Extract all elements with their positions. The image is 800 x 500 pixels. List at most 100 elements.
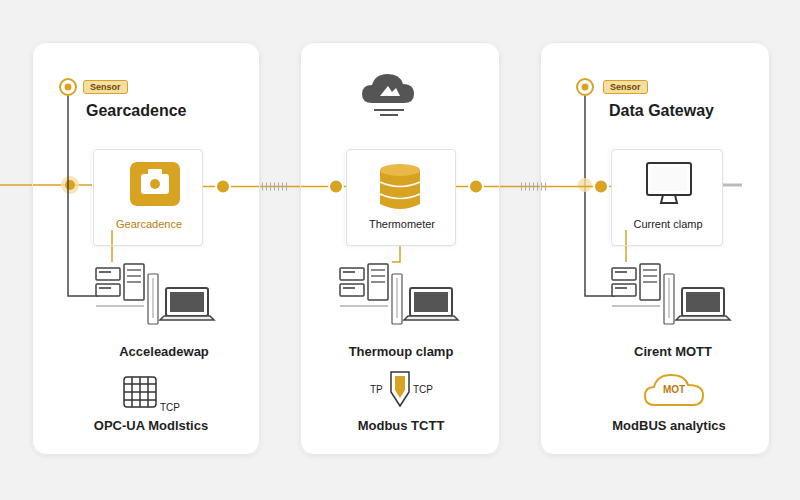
cloud-icon xyxy=(380,86,400,96)
bus-connector xyxy=(203,180,346,194)
globe-icon xyxy=(124,399,156,401)
node-label: Sensor xyxy=(610,82,641,92)
sensor-icon xyxy=(148,169,162,175)
globe-icon xyxy=(124,377,156,407)
sensor-icon xyxy=(130,162,180,206)
bus-tick xyxy=(282,183,283,191)
probe-icon xyxy=(391,372,409,406)
node-label: Current clamp xyxy=(633,218,702,231)
globe-icon xyxy=(131,377,133,407)
database-icon xyxy=(380,164,420,209)
node-caption: ModBUS analytics xyxy=(612,419,725,434)
cloud-icon xyxy=(380,114,398,116)
connector-layer xyxy=(203,180,611,194)
sensor-tag: Sensor xyxy=(603,80,648,94)
leader-line xyxy=(68,95,626,296)
bus-line xyxy=(0,176,742,194)
monitor-icon xyxy=(647,163,691,203)
node-label: Thermometer xyxy=(369,218,435,231)
box-ground xyxy=(92,148,722,245)
leader-line xyxy=(392,245,400,262)
bus-tick xyxy=(262,183,263,191)
pin-icon xyxy=(578,178,592,192)
bus-dot xyxy=(329,180,343,194)
panel-card: Data GatewayCirent MOTT ModBUS analytics S… xyxy=(540,42,770,455)
leader-line xyxy=(625,230,627,262)
bus-line xyxy=(61,176,79,194)
card-ground xyxy=(300,42,500,455)
bus-dot xyxy=(594,180,608,194)
illustration-layer xyxy=(340,264,458,324)
panel-card: Thermoup clampModbus TCTT Thermometer xyxy=(300,42,500,455)
node-caption: Modbus TCTT xyxy=(358,419,445,434)
cloud-icon xyxy=(374,109,404,111)
bus-tick xyxy=(529,183,530,191)
node-label: Gearcadence xyxy=(116,218,182,231)
box-ground xyxy=(345,148,455,245)
probe-icon xyxy=(395,376,405,398)
database-icon xyxy=(380,164,420,176)
bus-tick xyxy=(545,183,546,191)
device-box: Gearcadence xyxy=(93,149,203,246)
node-label: Sensor xyxy=(90,82,121,92)
globe-icon xyxy=(147,377,149,407)
cloud-icon xyxy=(362,74,414,115)
protocol-label: TCP xyxy=(413,384,433,395)
node-label: Gearcadence xyxy=(86,102,187,120)
node-caption: Cirent MOTT xyxy=(634,345,712,360)
monitor-icon xyxy=(651,167,687,191)
illustration-layer xyxy=(96,264,214,324)
bus-tick xyxy=(278,183,279,191)
database-icon xyxy=(380,194,420,199)
bus-tick xyxy=(541,183,542,191)
node-label: Data Gateway xyxy=(609,102,714,120)
monitor-icon xyxy=(661,195,677,203)
box-ground xyxy=(92,148,202,245)
bus-tick xyxy=(274,183,275,191)
globe-icon xyxy=(124,391,156,393)
bus-dot xyxy=(216,180,230,194)
cloud-icon xyxy=(362,74,414,103)
bus-connector xyxy=(456,180,611,194)
cloud-outline xyxy=(645,375,703,405)
probe-icon xyxy=(391,372,409,406)
device-box: Thermometer xyxy=(346,149,456,246)
bus-tick xyxy=(266,183,267,191)
protocol-label: TCP xyxy=(160,402,180,413)
device-box: Current clamp xyxy=(611,149,723,246)
leader-line xyxy=(111,230,113,262)
pin-icon xyxy=(577,79,593,95)
pin-icon xyxy=(60,79,76,95)
globe-icon xyxy=(124,377,156,407)
illustration-layer xyxy=(612,264,730,324)
sensor-icon xyxy=(141,174,169,194)
node-caption: Acceleadewap xyxy=(119,345,209,360)
node-label: MOT xyxy=(663,384,685,396)
panel-card: GearcadenceAcceleadewapOPC-UA Modlstics S… xyxy=(32,42,260,455)
pin-icon xyxy=(65,84,72,91)
monitor-icon xyxy=(647,163,691,195)
card-ground xyxy=(32,42,260,455)
bus-line xyxy=(65,180,75,190)
bus-line xyxy=(722,184,742,187)
bus-tick xyxy=(537,183,538,191)
bus-tick xyxy=(525,183,526,191)
box-ground xyxy=(610,148,722,245)
card-ground xyxy=(540,42,770,455)
bus-tick xyxy=(286,183,287,191)
sensor-icon xyxy=(150,179,160,189)
bus-dot xyxy=(469,180,483,194)
pin-icon xyxy=(582,84,589,91)
node-caption: OPC-UA Modlstics xyxy=(94,419,208,434)
cloud-node: MOT xyxy=(643,372,705,408)
card-ground xyxy=(32,42,770,455)
sensor-tag: Sensor xyxy=(83,80,128,94)
bus-tick xyxy=(533,183,534,191)
database-icon xyxy=(380,182,420,187)
globe-icon xyxy=(124,383,156,385)
node-label: Thermoup clamp xyxy=(349,345,454,360)
bus-tick xyxy=(270,183,271,191)
sensor-icon xyxy=(130,162,180,206)
protocol-label: TP xyxy=(370,384,383,395)
